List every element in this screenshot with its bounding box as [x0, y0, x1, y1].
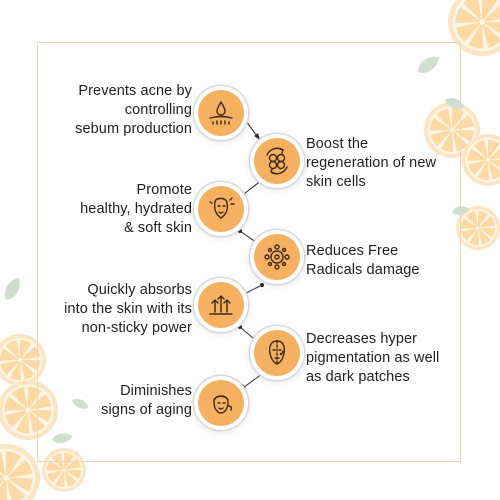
free-radicals-icon: [254, 234, 300, 280]
content-frame: [37, 42, 461, 462]
acne-drop-icon: [198, 90, 244, 136]
benefit-text-aging: Diminishes signs of aging: [101, 383, 192, 418]
cell-regeneration-icon: [254, 138, 300, 184]
benefit-text-pigmentation: Decreases hyper pigmentation as well as …: [306, 331, 440, 385]
pigmentation-face-icon: [254, 330, 300, 376]
benefit-text-regeneration: Boost the regeneration of new skin cells: [306, 136, 437, 190]
benefit-text-acne: Prevents acne by controlling sebum produ…: [75, 83, 192, 137]
benefit-text-hydrated: Promote healthy, hydrated & soft skin: [80, 182, 192, 236]
orange-slice-decoration: [0, 444, 40, 500]
benefit-text-free-radicals: Reduces Free Radicals damage: [306, 243, 420, 278]
hydrated-face-icon: [198, 186, 244, 232]
benefit-text-absorbs: Quickly absorbs into the skin with its n…: [64, 282, 192, 336]
anti-aging-face-icon: [198, 380, 244, 426]
absorb-arrows-icon: [198, 282, 244, 328]
leaf-decoration: [0, 274, 25, 303]
